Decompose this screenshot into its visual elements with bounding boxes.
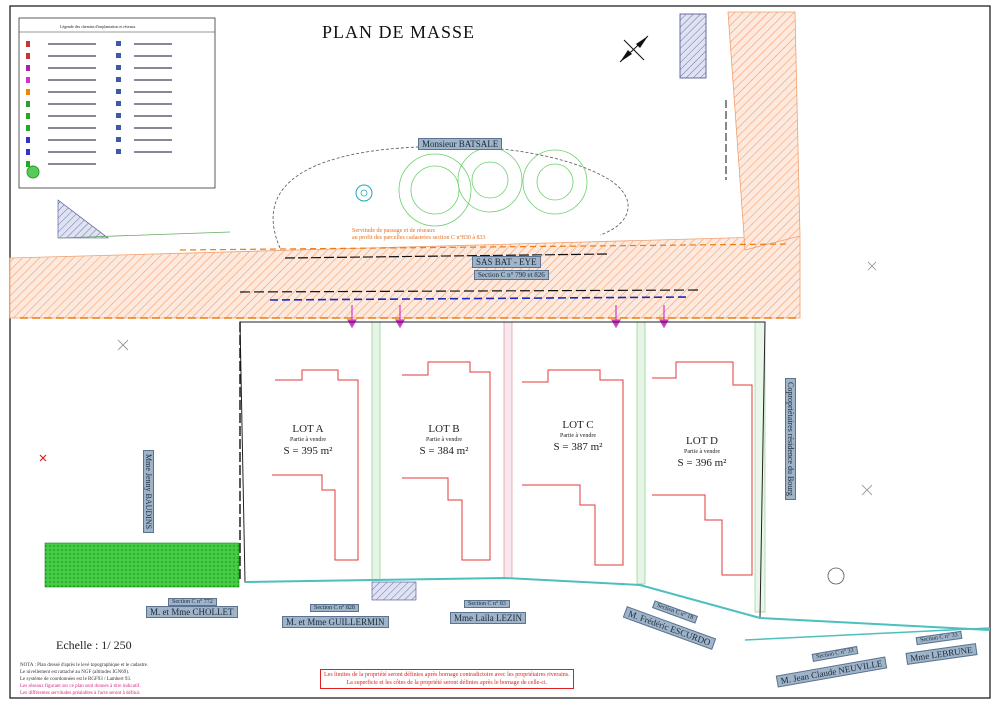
orange-network-line-top [179, 243, 791, 251]
lot-b-label: LOT B Partie à vendre S = 384 m² [419, 423, 469, 457]
neighbour-right: Copropriétaires résidence du Bourg [785, 378, 796, 500]
legend-symbol [116, 41, 121, 46]
label-batsale: Monsieur BATSALE [418, 138, 503, 150]
legend-symbol [116, 113, 121, 118]
legend-symbol [26, 137, 30, 143]
sheet-frame [9, 5, 991, 699]
hatched-access-bottom [371, 581, 417, 601]
vertical-access-hatch [727, 11, 801, 251]
section-guillermin: Section C n° 828 [310, 604, 359, 612]
left-hatched-area [57, 199, 109, 239]
legend-symbol [26, 125, 30, 131]
page-title: PLAN DE MASSE [322, 22, 476, 42]
scale-label: Echelle : 1/ 250 [56, 638, 132, 652]
lot-a-label: LOT A Partie à vendre S = 395 m² [283, 423, 333, 457]
label-lezin: Mme Laïla LEZIN [450, 612, 526, 624]
north-arrow-icon [619, 35, 649, 63]
black-service-line [284, 253, 611, 259]
road-servitude-band [9, 235, 801, 319]
legend-symbol [116, 53, 121, 58]
servitude-text: Servitude de passage et de réseaux au pr… [352, 228, 486, 241]
green-garden-zone [44, 542, 240, 588]
label-guillermin: M. et Mme GUILLERMIN [282, 616, 389, 628]
legend-symbol [26, 41, 30, 47]
legend-symbol [26, 77, 30, 83]
label-sas-section: Section C n° 790 et 826 [474, 270, 549, 280]
legend-symbol [26, 113, 30, 119]
legend-symbol [116, 125, 121, 130]
trees [398, 147, 588, 227]
black-network-line [239, 289, 701, 293]
legend-symbol [116, 101, 121, 106]
legend-symbol [116, 89, 121, 94]
legend-symbol [26, 161, 30, 167]
legend-symbol [26, 65, 30, 71]
neighbour-left: Mme Jenny BAUDINS [143, 450, 154, 534]
south-boundary [244, 576, 991, 631]
legend-title: Légende des chemins d'implantation et ré… [60, 24, 136, 29]
legend-symbol [26, 149, 30, 155]
label-sas: SAS BAT - EYE [472, 256, 541, 268]
section-chollet: Section C n° 772 [168, 598, 217, 606]
legend-symbol [116, 65, 121, 70]
lots-outline [239, 321, 766, 619]
legend-symbol [116, 149, 121, 154]
boundary-warning: Les limites de la propriété seront défin… [320, 669, 574, 689]
legend-symbol [116, 77, 121, 82]
lot-d-label: LOT D Partie à vendre S = 396 m² [677, 435, 727, 469]
legend-symbol [26, 53, 30, 59]
legend-panel [18, 17, 216, 189]
building-footprints [272, 361, 753, 576]
notes-block: NOTA : Plan dressé d'après le levé topog… [20, 663, 149, 696]
legend-symbol [26, 101, 30, 107]
label-chollet: M. et Mme CHOLLET [146, 606, 238, 618]
blue-network-line [269, 296, 691, 301]
section-lezin: Section C n° 83 [464, 600, 510, 608]
lot-c-label: LOT C Partie à vendre S = 387 m² [553, 419, 603, 453]
vegetation-legend-icon [26, 165, 40, 179]
well-symbol [355, 184, 373, 202]
manhole-symbol [827, 567, 845, 585]
legend-symbol [26, 89, 30, 95]
neighbour-building [679, 13, 707, 79]
legend-symbol [116, 137, 121, 142]
survey-crosses [117, 261, 877, 496]
